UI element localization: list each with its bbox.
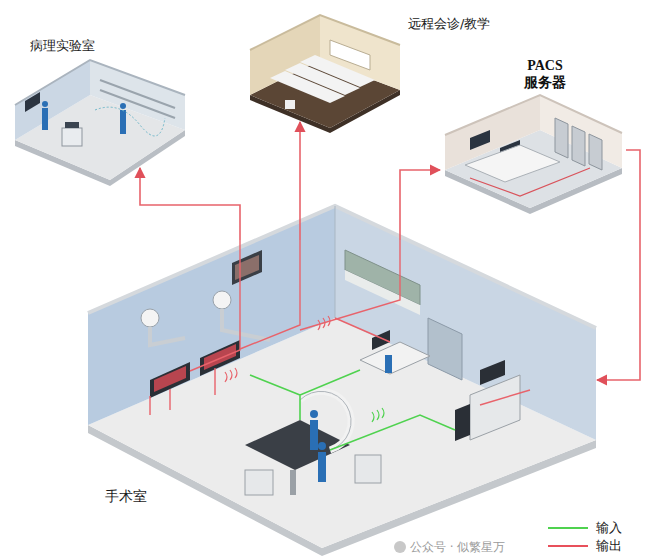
output-connector	[400, 170, 440, 240]
room-label: 手术室	[105, 488, 185, 505]
output-connector	[597, 150, 640, 380]
room-node: 远程会诊/教学	[245, 8, 507, 122]
legend-text: 输出	[596, 538, 622, 554]
output-connector	[299, 122, 301, 240]
legend-row: 输入	[548, 520, 638, 536]
pathology-lab-room	[15, 60, 185, 186]
remote-teaching-room	[250, 15, 400, 133]
pacs-server-room	[445, 95, 622, 214]
legend-line	[548, 527, 588, 529]
legend-line	[548, 545, 588, 547]
room-node: 病理实验室	[10, 36, 188, 168]
room-label: 远程会诊/教学	[408, 16, 505, 32]
operating-room	[88, 206, 596, 556]
room-node: 手术室	[85, 240, 597, 550]
legend-text: 输入	[596, 520, 622, 536]
room-label: PACS 服务器	[520, 57, 570, 91]
output-connector	[140, 168, 240, 240]
watermark: 公众号 · 似繁星万	[410, 540, 505, 555]
room-node: PACS 服务器	[440, 55, 626, 215]
legend-row: 输出	[548, 538, 638, 554]
label-slot: 远程会诊/教学	[408, 16, 505, 32]
watermark-icon	[394, 541, 406, 553]
label-slot: 手术室	[105, 488, 185, 505]
label-slot: 病理实验室	[30, 38, 140, 54]
label-slot: PACS 服务器	[520, 57, 570, 91]
room-label: 病理实验室	[30, 38, 140, 54]
